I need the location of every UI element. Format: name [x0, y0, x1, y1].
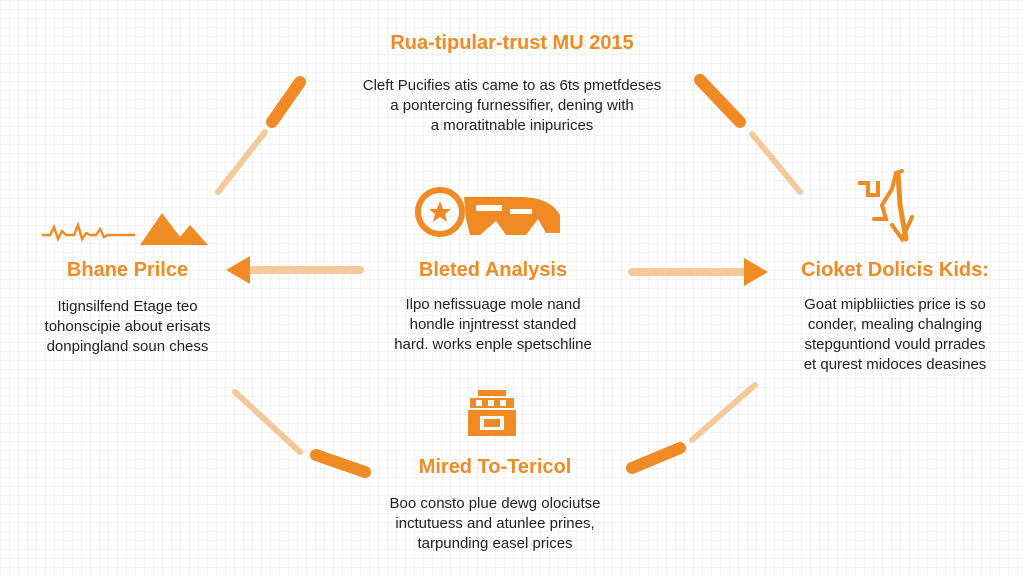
node-right-line-3: stepguntiond vould prrades — [804, 336, 986, 353]
node-left-description: Itignsilfend Etage teo tohonscipie about… — [15, 297, 240, 357]
node-center-line-3: hard. works enple spetschline — [394, 336, 592, 353]
node-top-description: Cleft Pucifies atis came to as 6ts pmetf… — [312, 76, 712, 136]
node-center-line-2: hondle injntresst standed — [409, 316, 577, 333]
node-left-title: Bhane Prilce — [66, 259, 189, 281]
node-top-title: Rua-tipular-trust MU 2015 — [390, 32, 634, 54]
node-center: Bleted Analysis Ilpo nefissuage mole nan… — [368, 257, 618, 355]
node-bottom-description: Boo consto plue dewg olociutse inctutues… — [360, 494, 630, 554]
node-left: Bhane Prilce Itignsilfend Etage teo toho… — [15, 257, 240, 357]
node-right-title: Cioket Dolicis Kids: — [801, 259, 989, 281]
arrow-top-left-shaft — [215, 129, 268, 195]
stacked-box-icon — [468, 390, 516, 436]
arrow-center-right-head — [744, 258, 768, 286]
node-left-line-2: tohonscipie about erisats — [44, 318, 211, 335]
node-center-title: Bleted Analysis — [418, 259, 568, 281]
node-top-line-1: Cleft Pucifies atis came to as 6ts pmetf… — [362, 77, 662, 94]
arrow-top-right-head — [694, 74, 746, 128]
arrow-bottom-right-head — [626, 442, 686, 474]
mountain-pulse-icon — [42, 213, 208, 245]
node-top-line-2: a pontercing furnessifier, dening with — [390, 97, 634, 114]
node-top-line-3: a moratitnable inipurices — [430, 117, 594, 134]
node-left-line-1: Itignsilfend Etage teo — [57, 298, 198, 315]
node-right: Cioket Dolicis Kids: Goat mipbliicties p… — [770, 257, 1020, 375]
arrow-center-left-head — [226, 256, 250, 284]
star-gear-machine-icon — [415, 187, 560, 237]
node-bottom-line-2: inctutuess and atunlee prines, — [395, 515, 595, 532]
node-top: Rua-tipular-trust MU 2015 Cleft Pucifies… — [312, 30, 712, 136]
arrow-bottom-left-head — [310, 449, 371, 478]
chart-trend-icon — [858, 169, 914, 243]
arrow-top-left-head — [266, 76, 306, 128]
node-bottom-title: Mired To-Tericol — [418, 456, 572, 478]
node-bottom-line-3: tarpunding easel prices — [417, 535, 573, 552]
node-right-line-1: Goat mipbliicties price is so — [804, 296, 986, 313]
node-left-line-3: donpingland soun chess — [46, 338, 209, 355]
node-center-line-1: Ilpo nefissuage mole nand — [405, 296, 581, 313]
arrow-bottom-left-shaft — [232, 389, 303, 455]
node-right-line-4: et qurest midoces deasines — [803, 356, 987, 373]
node-center-description: Ilpo nefissuage mole nand hondle injntre… — [368, 295, 618, 355]
arrow-top-right-shaft — [749, 131, 803, 195]
node-right-description: Goat mipbliicties price is so conder, me… — [770, 295, 1020, 375]
node-right-line-2: conder, mealing chalnging — [807, 316, 983, 333]
node-bottom: Mired To-Tericol Boo consto plue dewg ol… — [360, 454, 630, 554]
node-bottom-line-1: Boo consto plue dewg olociutse — [389, 495, 601, 512]
arrow-bottom-right-shaft — [689, 382, 758, 443]
